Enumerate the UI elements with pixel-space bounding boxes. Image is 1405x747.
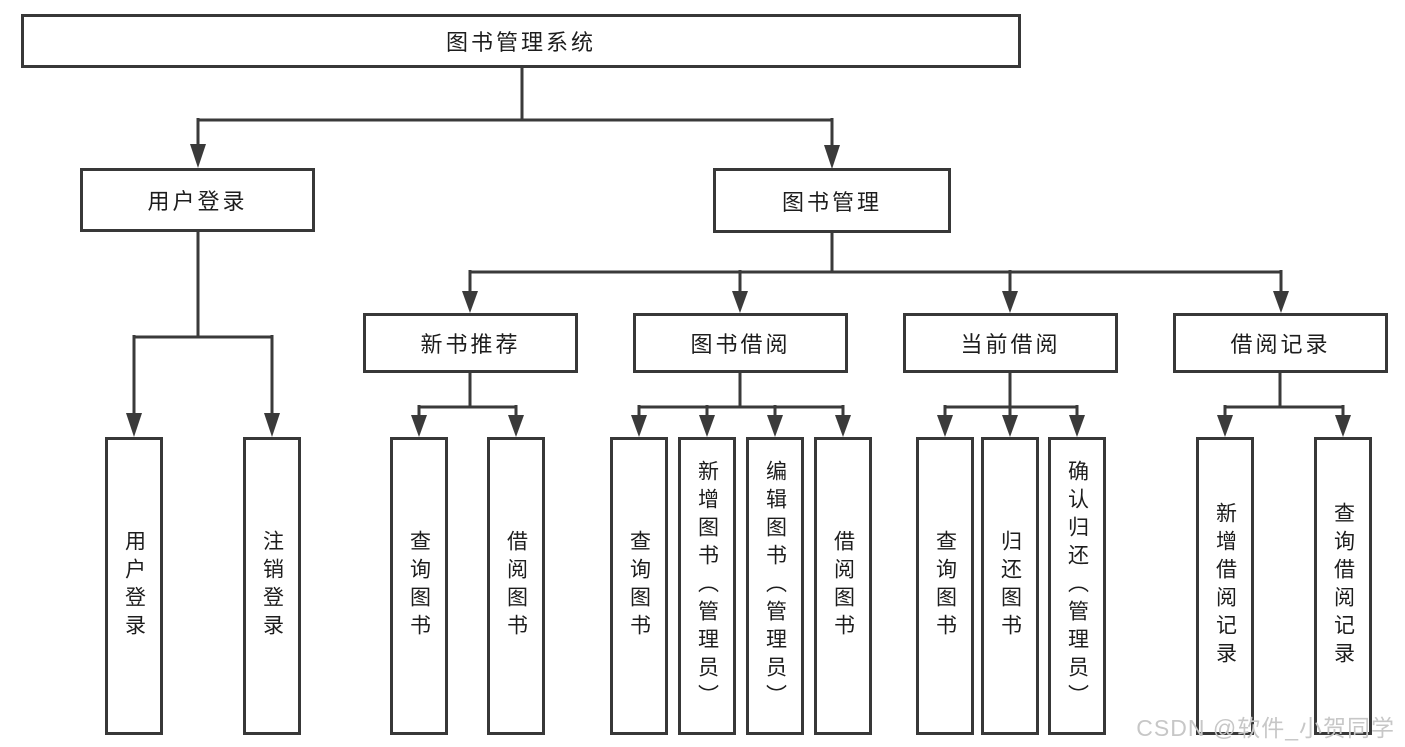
leaf-label: 编辑图书（管理员） <box>763 460 787 712</box>
leaf-label: 归还图书 <box>998 530 1022 642</box>
leaf-add-book-admin: 新增图书（管理员） <box>678 437 736 735</box>
leaf-label: 用户登录 <box>122 530 146 642</box>
leaf-return-books: 归还图书 <box>981 437 1039 735</box>
leaf-query-books-borrowing: 查询图书 <box>610 437 668 735</box>
node-book-management: 图书管理 <box>713 168 951 233</box>
section-current-borrowing: 当前借阅 <box>903 313 1118 373</box>
leaf-add-borrow-record: 新增借阅记录 <box>1196 437 1254 735</box>
leaf-label: 新增借阅记录 <box>1213 502 1237 670</box>
leaf-label: 确认归还（管理员） <box>1065 460 1089 712</box>
leaf-label: 查询图书 <box>407 530 431 642</box>
leaf-user-login: 用户登录 <box>105 437 163 735</box>
leaf-query-books-recommend: 查询图书 <box>390 437 448 735</box>
leaf-label: 新增图书（管理员） <box>695 460 719 712</box>
csdn-watermark: CSDN @软件_小贺同学 <box>1136 715 1395 741</box>
leaf-label: 借阅图书 <box>831 530 855 642</box>
node-root: 图书管理系统 <box>21 14 1021 68</box>
node-user-login: 用户登录 <box>80 168 315 232</box>
leaf-edit-book-admin: 编辑图书（管理员） <box>746 437 804 735</box>
section-new-book-recommendation: 新书推荐 <box>363 313 578 373</box>
leaf-query-borrow-record: 查询借阅记录 <box>1314 437 1372 735</box>
leaf-label: 借阅图书 <box>504 530 528 642</box>
leaf-label: 查询图书 <box>933 530 957 642</box>
leaf-borrow-books: 借阅图书 <box>814 437 872 735</box>
leaf-confirm-return-admin: 确认归还（管理员） <box>1048 437 1106 735</box>
leaf-query-books-current: 查询图书 <box>916 437 974 735</box>
leaf-borrow-books-recommend: 借阅图书 <box>487 437 545 735</box>
arrowhead-icons <box>126 144 1351 437</box>
leaf-label: 查询借阅记录 <box>1331 502 1355 670</box>
leaf-label: 注销登录 <box>260 530 284 642</box>
section-borrowing-records: 借阅记录 <box>1173 313 1388 373</box>
leaf-label: 查询图书 <box>627 530 651 642</box>
section-book-borrowing: 图书借阅 <box>633 313 848 373</box>
leaf-logout: 注销登录 <box>243 437 301 735</box>
